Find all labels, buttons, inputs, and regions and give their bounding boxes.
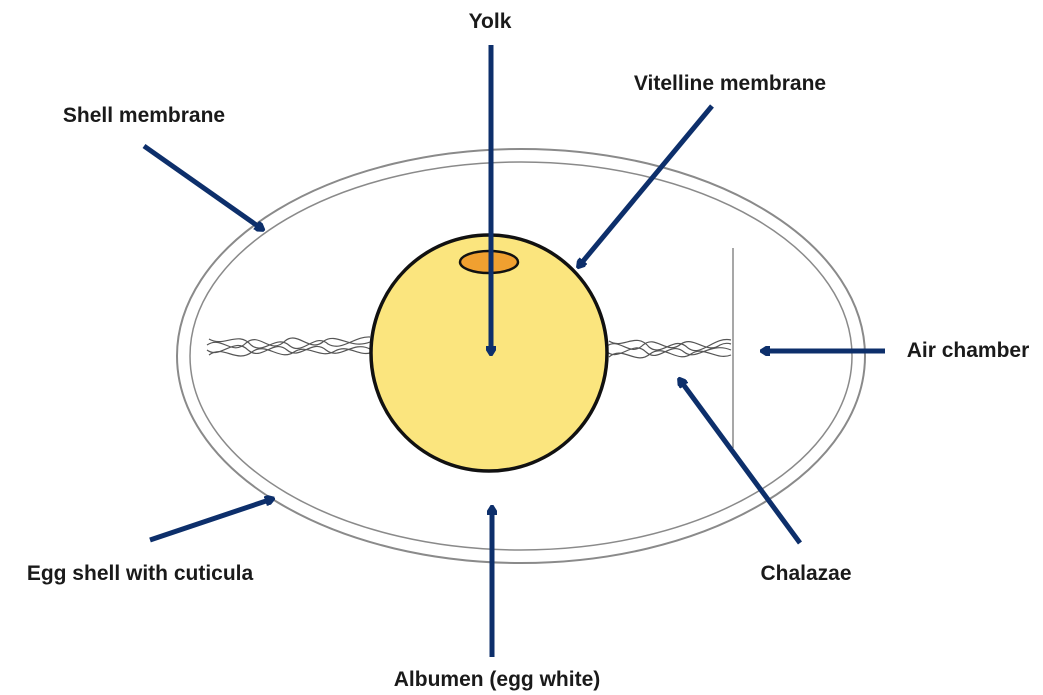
- shell-membrane-arrow: [144, 146, 262, 229]
- label-air-chamber: Air chamber: [907, 339, 1030, 362]
- right-chalazae: [607, 340, 731, 358]
- label-chalazae: Chalazae: [760, 562, 851, 585]
- egg-shell-arrow: [150, 499, 272, 540]
- label-vitelline-membrane: Vitelline membrane: [634, 72, 826, 95]
- label-albumen: Albumen (egg white): [394, 668, 601, 691]
- chalazae-arrow: [680, 380, 800, 543]
- label-yolk: Yolk: [469, 10, 512, 33]
- vitelline-membrane-arrow: [579, 106, 712, 266]
- label-shell-membrane: Shell membrane: [63, 104, 225, 127]
- left-chalazae: [207, 337, 370, 356]
- label-egg-shell: Egg shell with cuticula: [27, 562, 254, 585]
